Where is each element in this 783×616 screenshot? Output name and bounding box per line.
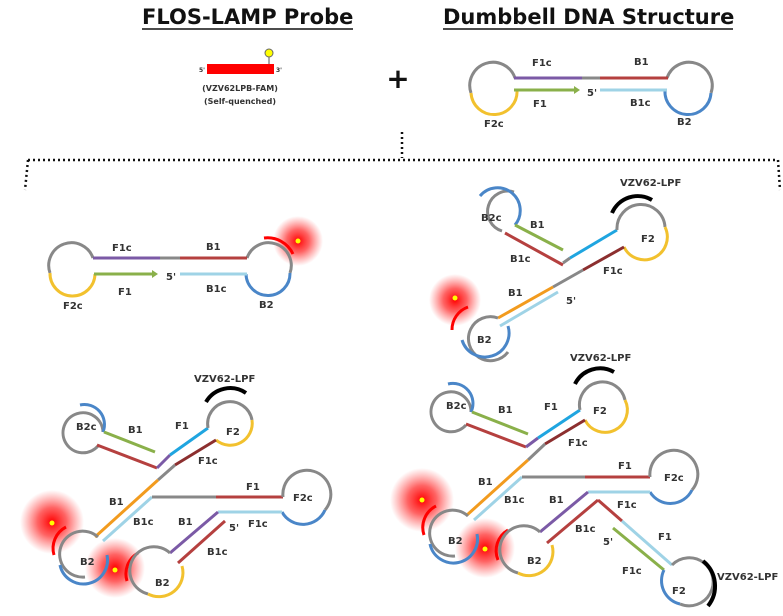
- svg-text:F1: F1: [658, 532, 672, 543]
- svg-text:F1c: F1c: [568, 438, 588, 449]
- svg-text:B1: B1: [634, 57, 649, 68]
- svg-text:B1: B1: [206, 242, 221, 253]
- loop-structure-1: B2c B1 B1c F2 F1c B1 5' B2 VZV62-LPF: [429, 178, 681, 363]
- svg-text:F1c: F1c: [622, 566, 642, 577]
- svg-text:F1c: F1c: [248, 519, 268, 530]
- svg-text:5': 5': [587, 88, 597, 99]
- svg-text:F1: F1: [533, 99, 547, 110]
- svg-text:F2c: F2c: [664, 473, 684, 484]
- loop-structure-2: B2c B1 F1 F2 F1c F1 F2c B1 B1c B1 5' F1c…: [20, 374, 333, 599]
- svg-text:B1: B1: [128, 425, 143, 436]
- probe-strand: 5' 3' (VZV62LPB-FAM) (Self-quenched): [199, 48, 282, 106]
- svg-text:F2: F2: [226, 427, 240, 438]
- dumbbell-top: F1c B1 F1 5' B1c F2c B2: [468, 57, 714, 130]
- probe-note: (Self-quenched): [204, 97, 276, 106]
- svg-text:F1: F1: [175, 421, 189, 432]
- svg-text:F1c: F1c: [198, 456, 218, 467]
- svg-text:B2: B2: [80, 557, 95, 568]
- svg-text:B1: B1: [498, 405, 513, 416]
- svg-text:B2: B2: [448, 536, 463, 547]
- svg-text:F1c: F1c: [603, 266, 623, 277]
- svg-text:F1: F1: [544, 402, 558, 413]
- svg-text:B1: B1: [549, 495, 564, 506]
- svg-text:B2: B2: [527, 556, 542, 567]
- svg-text:B2c: B2c: [481, 213, 502, 224]
- svg-text:F1c: F1c: [532, 58, 552, 69]
- svg-text:F1c: F1c: [617, 500, 637, 511]
- svg-text:B1: B1: [478, 477, 493, 488]
- svg-text:B1: B1: [530, 220, 545, 231]
- svg-text:VZV62-LPF: VZV62-LPF: [570, 353, 631, 364]
- svg-text:B2: B2: [677, 117, 692, 128]
- svg-text:B1: B1: [109, 497, 124, 508]
- svg-text:B2: B2: [155, 578, 170, 589]
- svg-text:B2: B2: [477, 335, 492, 346]
- svg-text:B1c: B1c: [133, 517, 154, 528]
- svg-text:F2c: F2c: [484, 119, 504, 130]
- svg-text:5': 5': [603, 537, 613, 548]
- svg-text:B1: B1: [508, 288, 523, 299]
- svg-text:B1c: B1c: [206, 284, 227, 295]
- svg-text:F2: F2: [593, 406, 607, 417]
- svg-text:F2: F2: [641, 234, 655, 245]
- svg-text:5': 5': [566, 296, 576, 307]
- plus-sign: +: [386, 62, 409, 95]
- svg-text:F1: F1: [618, 461, 632, 472]
- svg-text:5': 5': [166, 272, 176, 283]
- svg-text:5': 5': [229, 523, 239, 534]
- probe-title: FLOS-LAMP Probe: [142, 5, 353, 29]
- svg-text:VZV62-LPF: VZV62-LPF: [717, 572, 778, 583]
- svg-text:F1c: F1c: [112, 243, 132, 254]
- svg-text:B1c: B1c: [504, 495, 525, 506]
- svg-text:5': 5': [199, 67, 205, 74]
- svg-text:F1: F1: [118, 287, 132, 298]
- dumbbell-probe-bound: F1c B1 F1 5' B1c F2c B2: [47, 216, 323, 312]
- dumbbell-title: Dumbbell DNA Structure: [443, 5, 734, 29]
- svg-text:B2: B2: [259, 300, 274, 311]
- svg-text:F2: F2: [672, 586, 686, 597]
- fluorophore-icon: [264, 48, 274, 58]
- svg-text:F2c: F2c: [293, 493, 313, 504]
- svg-text:B1c: B1c: [630, 98, 651, 109]
- svg-text:B1c: B1c: [207, 547, 228, 558]
- svg-text:B2c: B2c: [446, 401, 467, 412]
- loop-structure-3: B2c B1 F1 F2 F1c F1 F2c B1 B1c B1 F1c B1…: [390, 353, 778, 608]
- svg-text:B1c: B1c: [575, 524, 596, 535]
- svg-text:F1: F1: [246, 482, 260, 493]
- svg-text:VZV62-LPF: VZV62-LPF: [194, 374, 255, 385]
- svg-text:B1: B1: [178, 517, 193, 528]
- dotted-bracket: [23, 132, 782, 191]
- probe-name: (VZV62LPB-FAM): [202, 84, 278, 93]
- svg-text:3': 3': [276, 67, 282, 74]
- svg-text:B1c: B1c: [510, 254, 531, 265]
- svg-text:B2c: B2c: [76, 422, 97, 433]
- svg-text:F2c: F2c: [63, 301, 83, 312]
- svg-text:VZV62-LPF: VZV62-LPF: [620, 178, 681, 189]
